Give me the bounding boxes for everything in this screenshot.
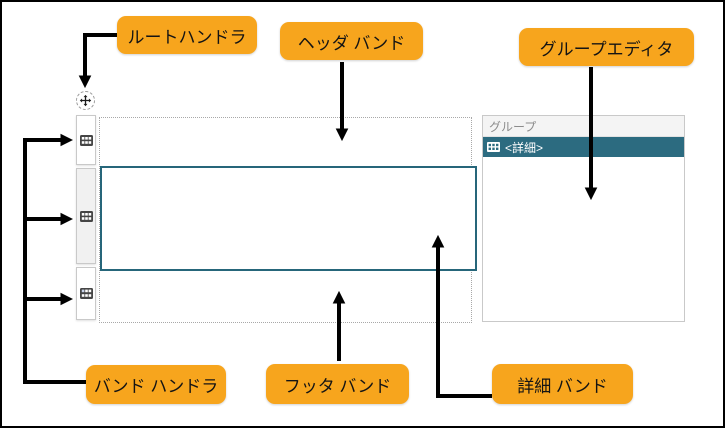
callout-header-band: ヘッダ バンド [280,22,423,60]
band-handler-detail[interactable] [76,168,96,264]
table-band-icon-white [487,142,500,152]
callout-group-editor: グループエディタ [519,28,694,66]
callout-detail-band: 詳細 バンド [492,364,633,404]
move-icon [79,94,92,107]
group-panel-title: グループ [483,116,684,137]
band-handler-footer[interactable] [76,267,96,320]
table-band-icon [79,134,93,146]
group-row-label: <詳細> [505,140,544,155]
group-row-detail[interactable]: <詳細> [483,137,684,157]
detail-band[interactable] [100,166,477,271]
callout-root-handler: ルートハンドラ [117,16,257,54]
arrow-root-handler [78,33,117,89]
group-editor-panel: グループ <詳細> [482,115,685,322]
callout-footer-band: フッタ バンド [266,364,409,404]
callout-band-handler: バンド ハンドラ [86,365,226,404]
root-handler-handle[interactable] [76,91,95,110]
table-band-icon [79,210,93,222]
table-band-icon [79,288,93,299]
band-handler-header[interactable] [76,115,96,165]
